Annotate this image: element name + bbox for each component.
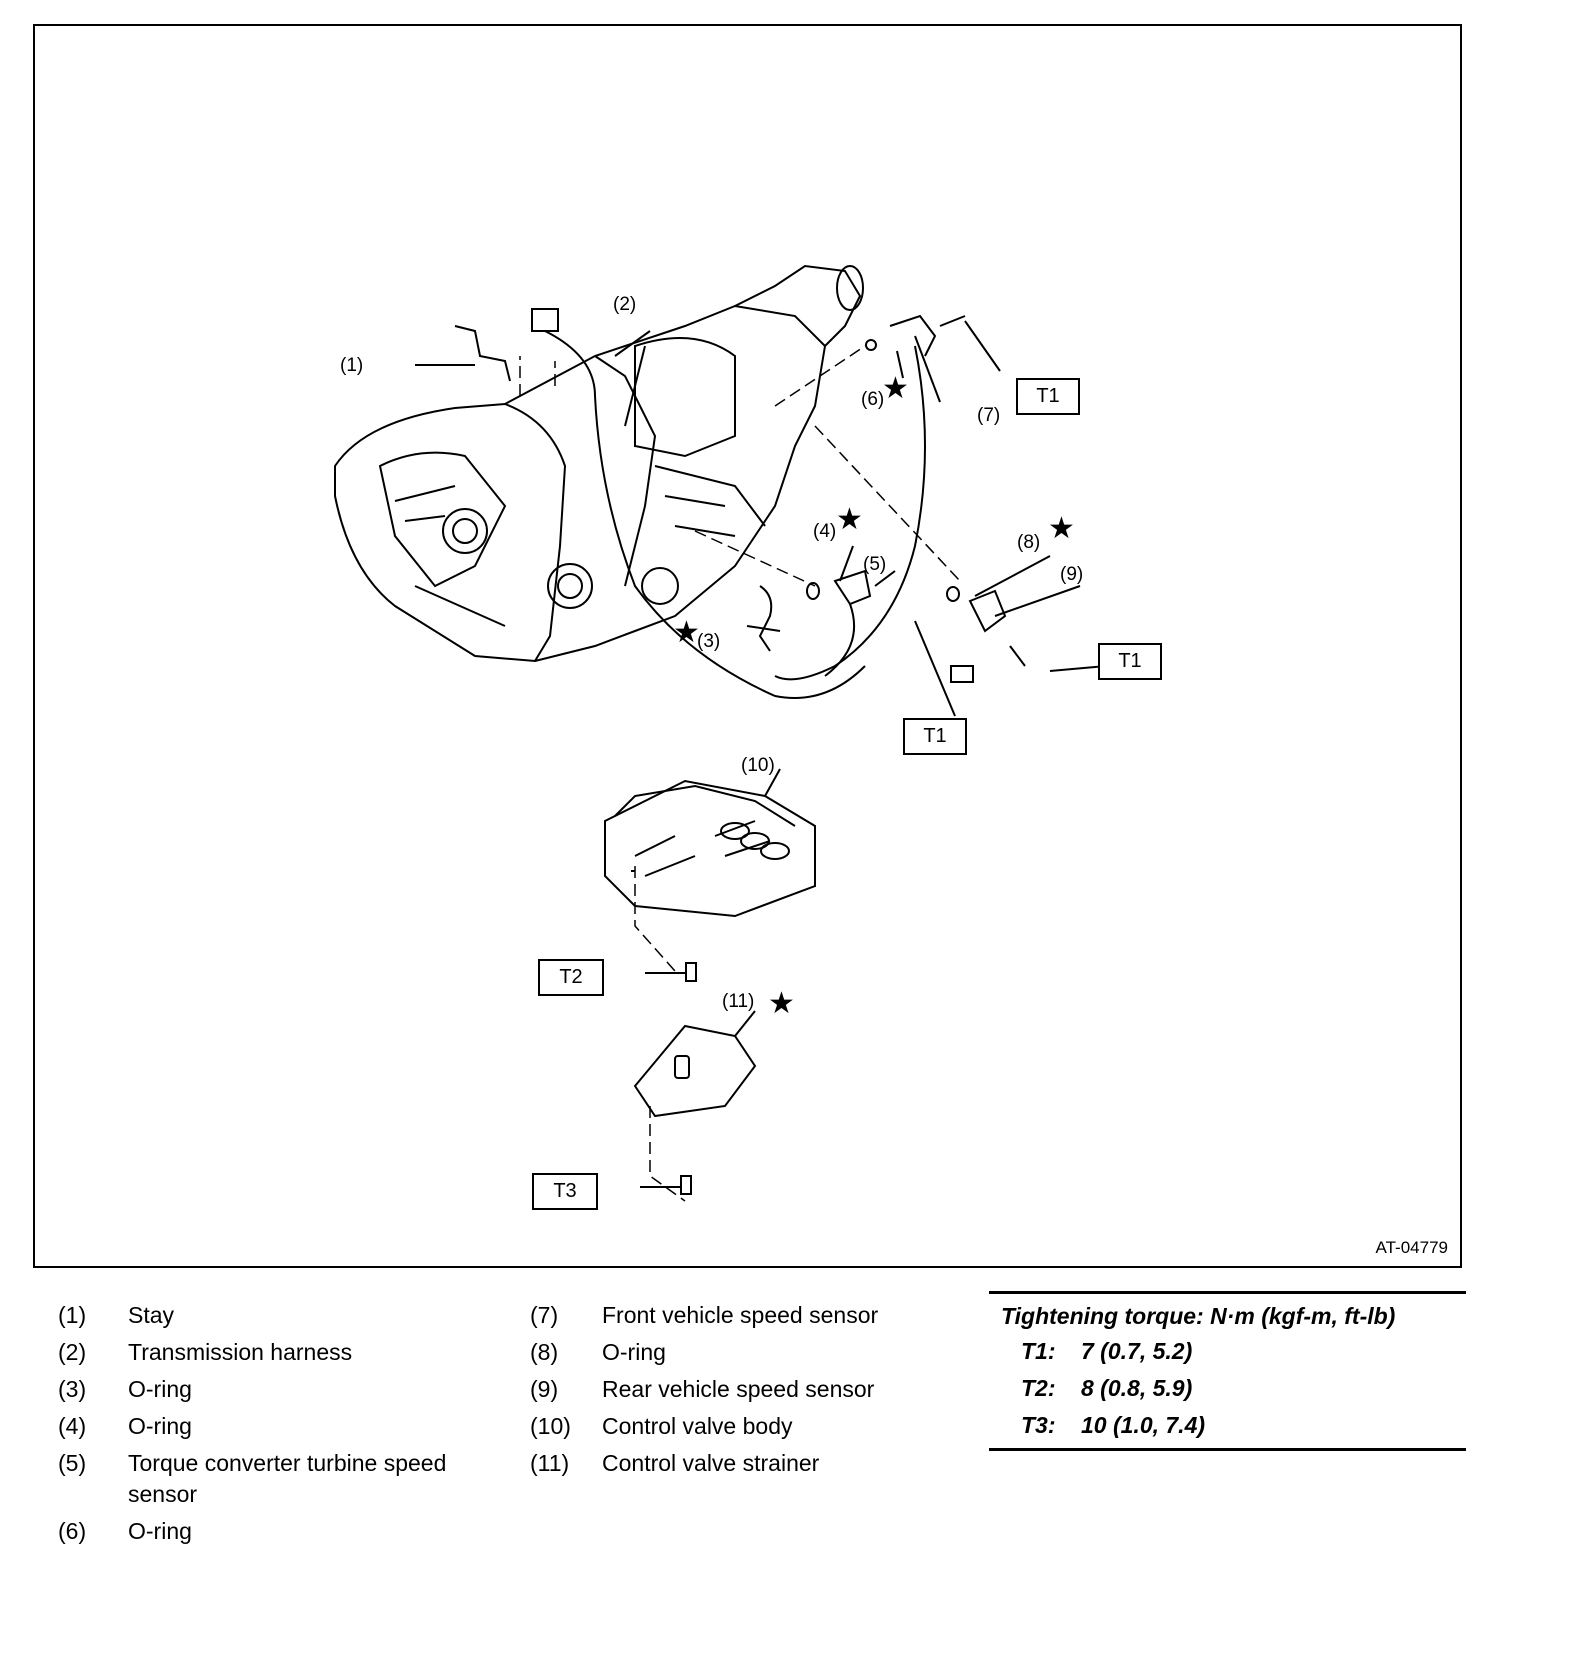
legend-text: Control valve strainer [602,1450,820,1476]
callout-8: (8) [1017,532,1041,553]
legend-number: (5) [58,1450,87,1476]
transmission-drawing [334,264,1141,1202]
torque-row: T1: 7 (0.7, 5.2) [989,1333,1466,1370]
legend-item: (8) O-ring [530,1334,950,1371]
callout-4: (4) [813,521,837,542]
exploded-diagram: (1) (2) (3) (4) (5) (6) (7) (8) (9) (10)… [33,24,1462,1268]
legend-item: (1) Stay [58,1297,498,1334]
torque-box-t1: T1 [1016,378,1080,415]
legend-number: (10) [530,1413,571,1439]
legend-text: O-ring [128,1413,192,1439]
legend-number: (1) [58,1302,87,1328]
torque-table: Tightening torque: N·m (kgf-m, ft-lb) T1… [989,1291,1466,1451]
callout-1: (1) [340,355,364,376]
stay-bracket [454,325,511,382]
legend-item: (7) Front vehicle speed sensor [530,1297,950,1334]
torque-key: T3: [1021,1412,1056,1438]
legend-number: (2) [58,1339,87,1365]
callout-3: (3) [697,631,721,652]
torque-box-t2: T2 [538,959,604,996]
legend-item: (5) Torque converter turbine speed sensor [58,1445,498,1513]
legend-item: (3) O-ring [58,1371,498,1408]
legend-text: Rear vehicle speed sensor [602,1376,875,1402]
legend-column-2: (7)Front vehicle speed sensor (8)O-ring … [530,1297,950,1482]
legend-text: Torque converter turbine speed sensor [128,1450,447,1507]
torque-key: T1: [1021,1338,1056,1364]
star-icon: ★ [673,616,700,649]
torque-value: 10 (1.0, 7.4) [1081,1412,1206,1438]
bell-housing [334,402,567,663]
callout-7: (7) [977,405,1001,426]
torque-key: T2: [1021,1375,1056,1401]
legend-number: (6) [58,1518,87,1544]
legend-text: Front vehicle speed sensor [602,1302,879,1328]
legend-number: (8) [530,1339,559,1365]
torque-box-t3: T3 [532,1173,598,1210]
callout-11: (11) [722,991,755,1012]
control-valve-body [604,779,816,918]
legend-number: (11) [530,1450,570,1476]
legend-item: (10) Control valve body [530,1408,950,1445]
legend-text: O-ring [602,1339,666,1365]
torque-value: 8 (0.8, 5.9) [1081,1375,1193,1401]
legend-item: (11) Control valve strainer [530,1445,950,1482]
torque-table-header: Tightening torque: N·m (kgf-m, ft-lb) [1001,1303,1396,1329]
legend-text: Transmission harness [128,1339,353,1365]
star-icon: ★ [882,372,909,405]
torque-value: 7 (0.7, 5.2) [1081,1338,1193,1364]
callout-5: (5) [863,554,887,575]
legend-item: (4) O-ring [58,1408,498,1445]
legend-number: (7) [530,1302,559,1328]
transmission-case [504,304,827,662]
torque-row: T3: 10 (1.0, 7.4) [989,1407,1466,1448]
transmission-harness [544,330,866,699]
star-icon: ★ [768,987,795,1020]
legend-number: (3) [58,1376,87,1402]
torque-box-t1: T1 [903,718,967,755]
callout-10: (10) [741,755,775,776]
legend-number: (9) [530,1376,559,1402]
control-valve-strainer [633,1024,757,1118]
torque-box-t1: T1 [1098,643,1162,680]
legend-number: (4) [58,1413,87,1439]
callout-6: (6) [861,389,885,410]
legend-column-1: (1) Stay (2) Transmission harness (3) O-rin… [58,1297,498,1550]
figure-id: AT-04779 [1375,1238,1448,1257]
legend-text: Stay [128,1302,175,1328]
legend-item: (6) O-ring [58,1513,498,1550]
front-speed-sensor [889,314,937,357]
callout-2: (2) [613,294,637,315]
legend-text: O-ring [128,1376,192,1402]
turbine-speed-sensor [833,569,872,606]
callout-9: (9) [1060,564,1084,585]
rear-speed-sensor [968,589,1007,633]
star-icon: ★ [1048,512,1075,545]
legend-text: O-ring [128,1518,192,1544]
legend-text: Control valve body [602,1413,793,1439]
star-icon: ★ [836,503,863,536]
legend-item: (9) Rear vehicle speed sensor [530,1371,950,1408]
torque-row: T2: 8 (0.8, 5.9) [989,1370,1466,1407]
legend-item: (2) Transmission harness [58,1334,498,1371]
